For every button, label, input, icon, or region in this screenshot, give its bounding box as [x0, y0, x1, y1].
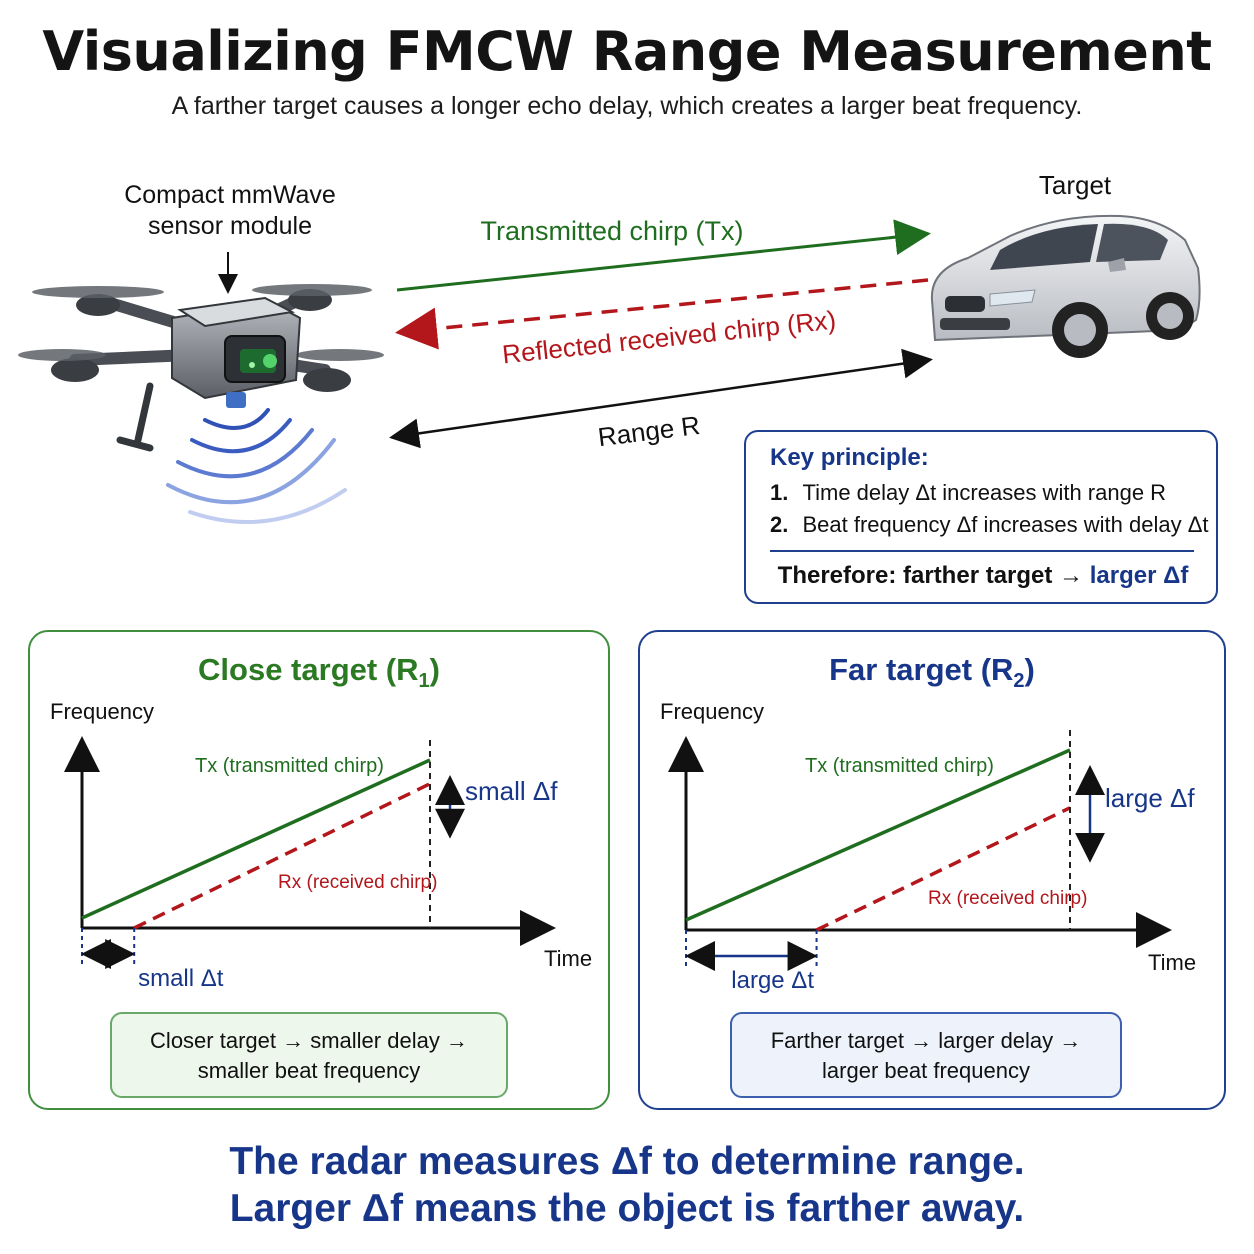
key-divider: [770, 550, 1194, 552]
rx-label: Reflected received chirp (Rx): [501, 305, 838, 370]
car-icon: [930, 214, 1201, 358]
range-label: Range R: [596, 410, 702, 452]
far-target-plot: Frequency Time Tx (transmitted chirp) Rx…: [660, 699, 1196, 994]
key-principle-item: 2. Beat frequency Δf increases with dela…: [770, 512, 1209, 538]
footer-line-1: The radar measures Δf to determine range…: [229, 1140, 1025, 1183]
tx-line: [81, 758, 431, 920]
tx-chirp-label: Tx (transmitted chirp): [195, 755, 384, 777]
delta-f-label: small Δf: [465, 776, 558, 806]
far-target-panel: Far target (R2) Frequency Time Tx (trans…: [638, 630, 1226, 1110]
rx-line: [815, 806, 1071, 932]
range-arrow: [389, 348, 933, 449]
delta-t-label: large Δt: [731, 967, 814, 994]
target-label: Target: [1038, 170, 1112, 200]
key-principle-title: Key principle:: [770, 444, 929, 471]
x-axis-label: Time: [544, 946, 592, 971]
key-conclusion-highlight: larger Δf: [1089, 562, 1189, 589]
radio-waves-icon: [166, 408, 347, 524]
scene-illustration: Transmitted chirp (Tx) Reflected receive…: [18, 214, 1201, 524]
rx-chirp-label: Rx (received chirp): [278, 872, 437, 893]
key-item-number: 2.: [770, 512, 789, 537]
rx-chirp-label: Rx (received chirp): [928, 888, 1087, 909]
tx-line: [685, 748, 1071, 922]
key-principle-item: 1. Time delay Δt increases with range R: [770, 480, 1166, 506]
drone-icon: [18, 284, 384, 452]
summary-line2: larger beat frequency: [822, 1058, 1030, 1083]
summary-line1: Closer target → smaller delay →: [150, 1028, 468, 1053]
sensor-label-line2: sensor module: [148, 212, 312, 240]
y-axis-label: Frequency: [660, 699, 764, 724]
delta-t-label: small Δt: [138, 965, 224, 992]
key-principle-box: Key principle: 1. Time delay Δt increase…: [744, 430, 1218, 604]
key-item-number: 1.: [770, 480, 789, 505]
page-subtitle: A farther target causes a longer echo de…: [171, 92, 1083, 120]
y-axis-label: Frequency: [50, 699, 154, 724]
close-target-plot: Frequency Time Tx (transmitted chirp) Rx…: [50, 699, 592, 992]
sensor-label: Compact mmWave sensor module: [110, 180, 350, 242]
rx-arrow: [395, 278, 929, 350]
key-conclusion: Therefore: farther target → larger Δf: [746, 562, 1220, 590]
delta-f-label: large Δf: [1105, 783, 1195, 813]
far-summary-box: Farther target → larger delay → larger b…: [730, 1012, 1122, 1098]
summary-line1: Farther target → larger delay →: [770, 1028, 1082, 1053]
summary-line2: smaller beat frequency: [197, 1058, 421, 1083]
key-item-text: Beat frequency Δf increases with delay Δ…: [802, 512, 1209, 537]
tx-label: Transmitted chirp (Tx): [480, 216, 743, 246]
page-title: Visualizing FMCW Range Measurement: [42, 20, 1212, 83]
panel-title: Close target (R1): [198, 652, 440, 693]
panel-title: Far target (R2): [829, 652, 1035, 693]
footer-line-2: Larger Δf means the object is farther aw…: [229, 1187, 1025, 1230]
sensor-label-line1: Compact mmWave: [124, 181, 336, 209]
x-axis-label: Time: [1148, 950, 1196, 975]
tx-chirp-label: Tx (transmitted chirp): [805, 755, 994, 777]
close-target-panel: Close target (R1) Frequency Time Tx (tra…: [28, 630, 610, 1110]
key-conclusion-prefix: Therefore: farther target →: [777, 562, 1084, 589]
tx-arrow: [396, 219, 931, 292]
rx-line: [133, 782, 431, 930]
close-summary-box: Closer target → smaller delay → smaller …: [110, 1012, 508, 1098]
key-item-text: Time delay Δt increases with range R: [802, 480, 1167, 505]
